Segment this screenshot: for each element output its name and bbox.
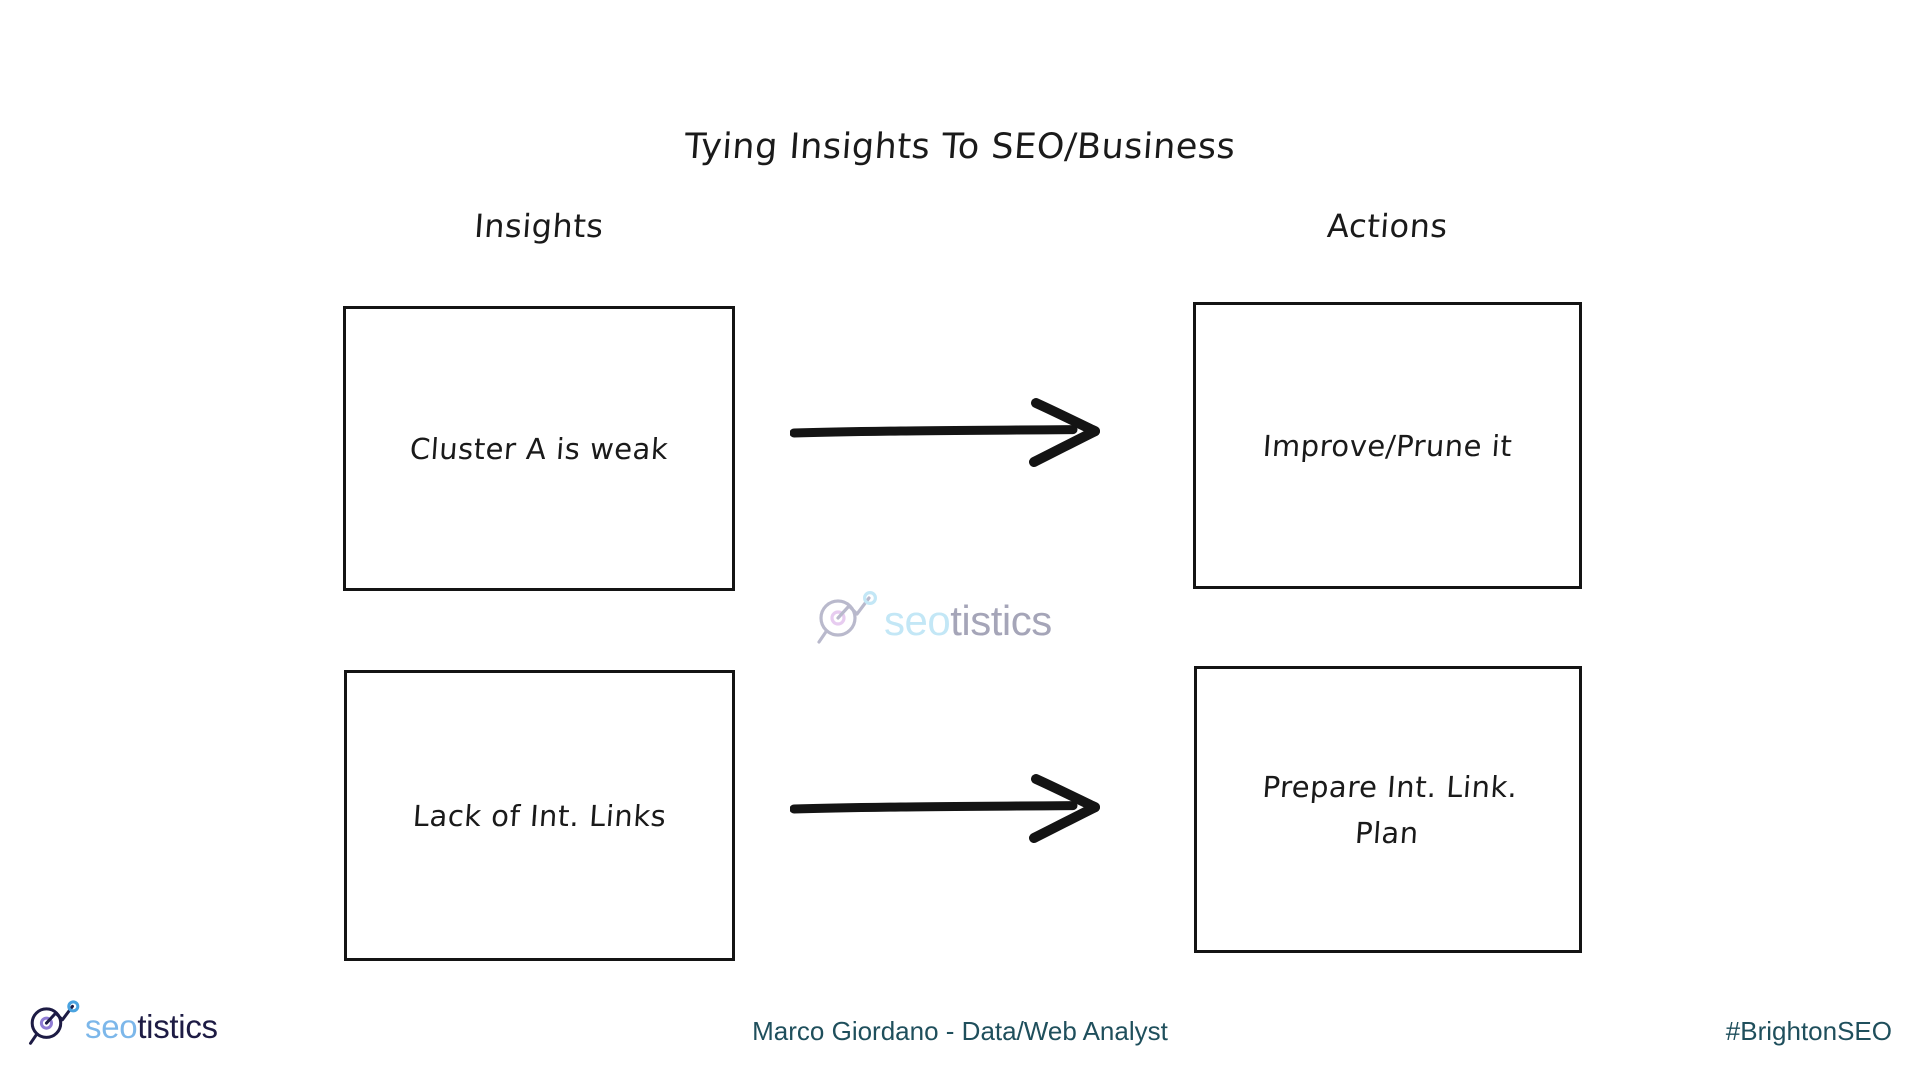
column-heading-actions: Actions (1325, 207, 1450, 245)
watermark-text-primary: seo (884, 597, 951, 644)
insight-box-2-label: Lack of Int. Links (411, 798, 668, 833)
column-heading-insights: Insights (473, 207, 605, 245)
footer-logo-text-primary: seo (85, 1007, 138, 1045)
magnifier-trendline-logo-icon (816, 590, 878, 653)
page-title: Tying Insights To SEO/Business (683, 127, 1237, 167)
arrow-right-icon (789, 396, 1150, 468)
footer-logo: seotistics (28, 999, 218, 1054)
insight-box-2[interactable]: Lack of Int. Links (344, 670, 735, 961)
action-box-1[interactable]: Improve/Prune it (1193, 302, 1582, 589)
seotistics-watermark: seotistics (816, 590, 1086, 652)
magnifier-trendline-logo-icon (28, 999, 80, 1054)
action-box-2-label: Prepare Int. Link. Plan (1260, 769, 1519, 850)
footer-author: Marco Giordano - Data/Web Analyst (752, 1016, 1168, 1046)
action-box-1-label: Improve/Prune it (1261, 428, 1514, 463)
footer-hashtag: #BrightonSEO (1725, 1016, 1892, 1046)
watermark-text-secondary: tistics (950, 597, 1052, 644)
insight-box-1-label: Cluster A is weak (408, 431, 670, 466)
insight-box-1[interactable]: Cluster A is weak (343, 306, 735, 591)
footer-logo-text-secondary: tistics (137, 1007, 218, 1045)
arrow-right-icon (789, 772, 1150, 844)
action-box-2[interactable]: Prepare Int. Link. Plan (1194, 666, 1582, 953)
